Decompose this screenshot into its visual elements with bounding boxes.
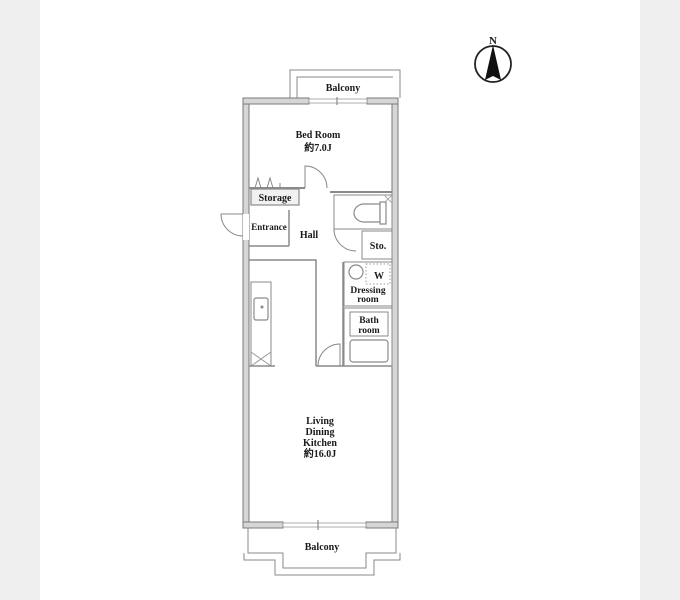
balcony-south: Balcony: [243, 528, 401, 576]
ldk-line1: Living: [306, 416, 334, 427]
ldk-area: 約16.0J: [304, 447, 337, 460]
balcony-north: Balcony: [289, 69, 401, 98]
hall-label: Hall: [300, 230, 319, 241]
entrance-label: Entrance: [251, 222, 287, 232]
sto: Sto.: [361, 230, 393, 260]
bath-line1: Bath: [359, 316, 379, 326]
ldk-line3: Kitchen: [303, 438, 337, 449]
kitchen-counter: [249, 281, 392, 367]
entrance: Entrance: [220, 210, 290, 247]
toilet: [333, 194, 393, 252]
storage: Storage: [250, 188, 300, 206]
bedroom-label: Bed Room: [296, 130, 341, 141]
washer-label: W: [374, 271, 384, 282]
ldk-line2: Dining: [306, 427, 335, 438]
bath-room: Bath room: [343, 307, 393, 367]
balcony-north-label: Balcony: [326, 83, 360, 94]
compass-label: N: [489, 35, 497, 47]
bedroom: Bed Room 約7.0J: [249, 130, 392, 193]
bath-line2: room: [358, 326, 380, 336]
dressing-line1: Dressing: [350, 286, 385, 296]
living-dining-kitchen: Living Dining Kitchen 約16.0J: [303, 416, 337, 460]
north-arrow-icon: N: [474, 35, 512, 83]
dressing-room: W Dressing room: [343, 261, 393, 307]
bedroom-area: 約7.0J: [304, 141, 332, 154]
balcony-south-label: Balcony: [305, 542, 339, 553]
sto-label: Sto.: [370, 241, 387, 252]
outer-walls: [242, 97, 399, 530]
dressing-line2: room: [357, 295, 379, 305]
storage-label: Storage: [259, 193, 292, 204]
